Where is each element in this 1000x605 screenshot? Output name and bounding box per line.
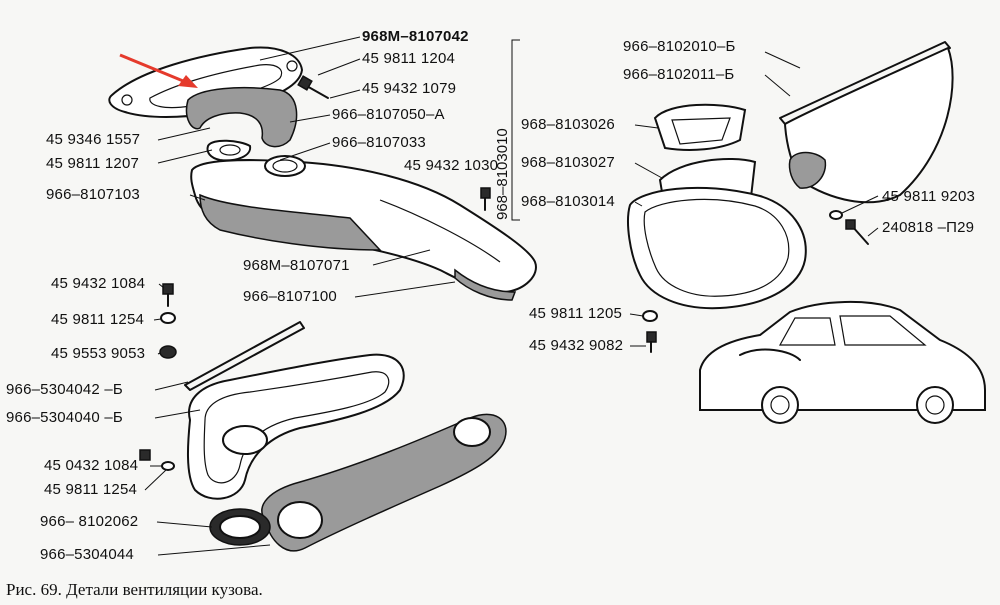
label-966-8107100: 966–8107100 bbox=[243, 288, 337, 305]
label-966-8102010-b: 966–8102010–Б bbox=[623, 38, 736, 55]
label-968-8103027: 968–8103027 bbox=[521, 154, 615, 171]
lower-grille-assembly bbox=[139, 283, 507, 552]
leader-lines bbox=[144, 36, 879, 556]
figure-caption: Рис. 69. Детали вентиляции кузова. bbox=[6, 580, 263, 599]
label-966-8102011-b: 966–8102011–Б bbox=[623, 66, 735, 83]
label-966-8102062: 966– 8102062 bbox=[40, 513, 139, 530]
label-45-9432-1030: 45 9432 1030 bbox=[404, 157, 499, 174]
label-968-8103014: 968–8103014 bbox=[521, 193, 615, 210]
label-45-9811-1205: 45 9811 1205 bbox=[529, 305, 623, 322]
label-45-9811-1207: 45 9811 1207 bbox=[46, 155, 140, 172]
label-968m-8107042: 968М–8107042 bbox=[362, 28, 469, 45]
upper-duct-assembly bbox=[108, 46, 537, 301]
label-45-9432-1079: 45 9432 1079 bbox=[362, 80, 457, 97]
deflector-assembly bbox=[779, 41, 954, 245]
label-group-968-8103010: 968–8103010 bbox=[494, 128, 511, 220]
label-966-8107033: 966–8107033 bbox=[332, 134, 426, 151]
highlight-arrow bbox=[119, 53, 198, 88]
label-45-9432-9082: 45 9432 9082 bbox=[529, 337, 624, 354]
label-968m-8107071: 968М–8107071 bbox=[243, 257, 350, 274]
label-45-9811-1254-b: 45 9811 1254 bbox=[44, 481, 138, 498]
label-966-5304042-b: 966–5304042 –Б bbox=[6, 381, 123, 398]
car-illustration bbox=[699, 300, 986, 424]
label-240818-p29: 240818 –П29 bbox=[882, 219, 975, 236]
label-966-8107050-a: 966–8107050–А bbox=[332, 106, 445, 123]
vent-housing-assembly bbox=[627, 103, 807, 353]
label-45-0432-1084: 45 0432 1084 bbox=[44, 457, 139, 474]
label-45-9432-1084: 45 9432 1084 bbox=[51, 275, 146, 292]
label-45-9553-9053: 45 9553 9053 bbox=[51, 345, 146, 362]
label-45-9346-1557: 45 9346 1557 bbox=[46, 131, 141, 148]
label-966-8107103: 966–8107103 bbox=[46, 186, 140, 203]
label-966-5304040-b: 966–5304040 –Б bbox=[6, 409, 123, 426]
label-966-5304044: 966–5304044 bbox=[40, 546, 134, 563]
label-45-9811-9203: 45 9811 9203 bbox=[882, 188, 976, 205]
label-968-8103026: 968–8103026 bbox=[521, 116, 615, 133]
label-45-9811-1204: 45 9811 1204 bbox=[362, 50, 456, 67]
label-45-9811-1254: 45 9811 1254 bbox=[51, 311, 145, 328]
